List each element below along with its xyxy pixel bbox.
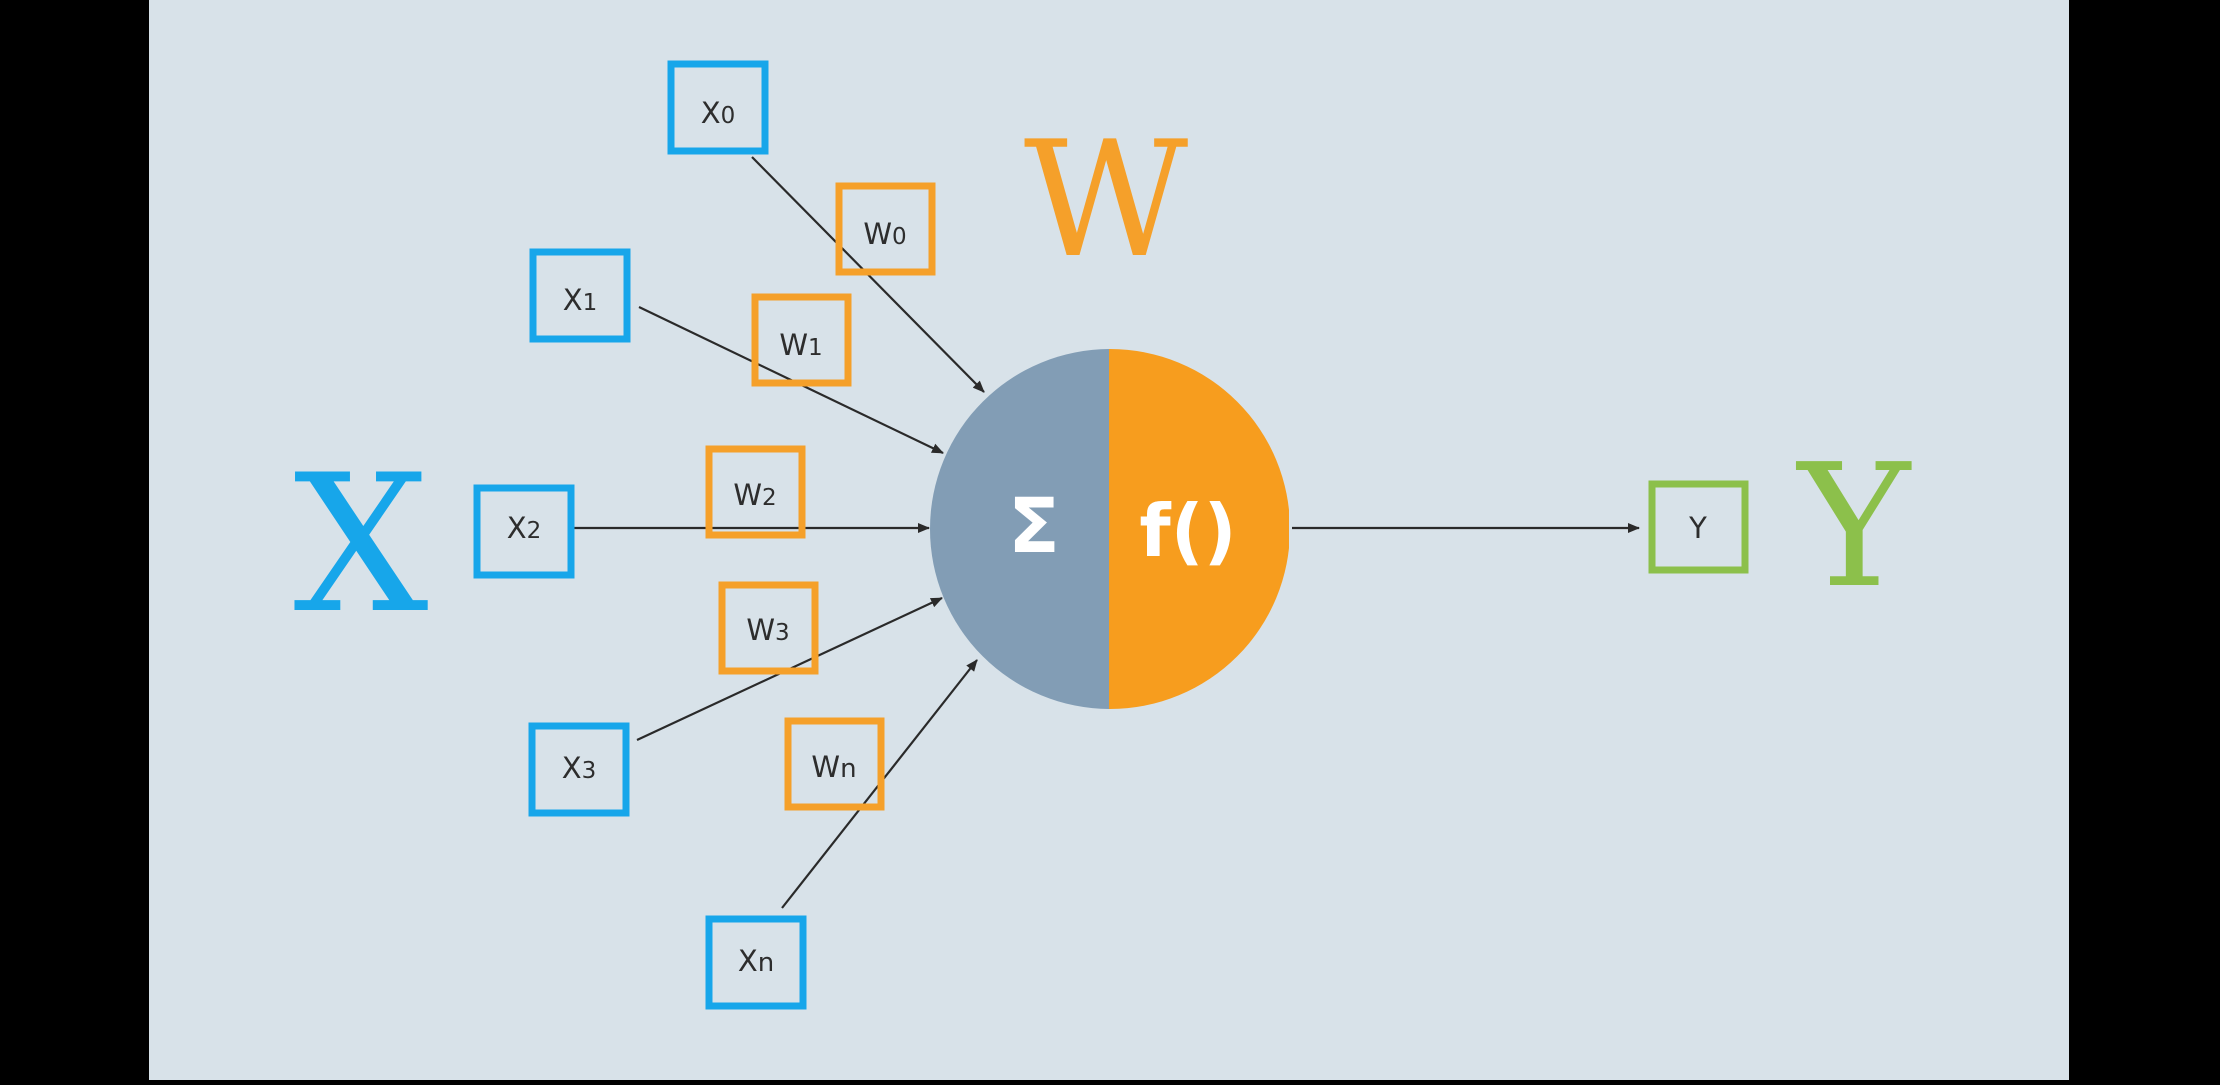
- svg-text:W3: W3: [746, 613, 789, 647]
- svg-text:X1: X1: [563, 283, 598, 317]
- svg-text:W0: W0: [863, 217, 906, 251]
- weight-label: W: [733, 478, 762, 512]
- weight-label: W: [811, 750, 840, 784]
- input-subscript: n: [758, 948, 774, 978]
- svg-text:Xn: Xn: [738, 944, 774, 978]
- output-group-label: Y: [1796, 428, 1912, 626]
- input-node-x3: X3: [528, 722, 630, 817]
- weight-nodes: W0 W1 W2 W3 Wn: [705, 182, 936, 811]
- weight-node-w3: W3: [718, 581, 819, 675]
- neuron: Σ f(): [930, 349, 1289, 709]
- input-label: X: [701, 96, 721, 130]
- input-nodes: X0 X1 X2 X3 Xn: [473, 60, 807, 1010]
- input-group-label: X: [293, 434, 428, 655]
- weight-node-w1: W1: [751, 293, 852, 387]
- input-subscript: 2: [527, 518, 542, 544]
- weight-label: W: [779, 328, 808, 362]
- diagram-panel: Σ f() X0 X1 X2 X3: [149, 0, 2069, 1080]
- input-label: X: [563, 283, 583, 317]
- input-label: X: [507, 511, 527, 545]
- weight-subscript: 0: [892, 224, 907, 250]
- output-node-y: Y: [1648, 480, 1749, 574]
- svg-text:W1: W1: [779, 328, 822, 362]
- output-label: Y: [1688, 511, 1707, 545]
- sum-symbol: Σ: [1008, 481, 1060, 570]
- input-node-x1: X1: [529, 248, 631, 343]
- weight-group-label: W: [1024, 106, 1188, 293]
- weight-subscript: n: [840, 754, 856, 784]
- input-label: X: [738, 944, 758, 978]
- weight-subscript: 3: [775, 620, 790, 646]
- perceptron-diagram: Σ f() X0 X1 X2 X3: [149, 0, 2069, 1080]
- svg-text:X0: X0: [701, 96, 736, 130]
- weight-node-w2: W2: [705, 445, 806, 539]
- input-node-xn: Xn: [705, 915, 807, 1010]
- weight-node-w0: W0: [835, 182, 936, 276]
- input-node-x2: X2: [473, 484, 575, 579]
- svg-text:W2: W2: [733, 478, 776, 512]
- svg-text:X2: X2: [507, 511, 542, 545]
- svg-text:X3: X3: [562, 751, 597, 785]
- neuron-activation-half: [1109, 349, 1289, 709]
- svg-text:Wn: Wn: [811, 750, 856, 784]
- weight-label: W: [863, 217, 892, 251]
- neuron-sum-half: [930, 349, 1109, 709]
- input-label: X: [562, 751, 582, 785]
- weight-node-wn: Wn: [784, 717, 885, 811]
- activation-function-label: f(): [1139, 489, 1236, 573]
- input-subscript: 1: [583, 290, 598, 316]
- weight-subscript: 2: [762, 485, 777, 511]
- input-subscript: 3: [582, 758, 597, 784]
- weight-label: W: [746, 613, 775, 647]
- input-subscript: 0: [721, 103, 736, 129]
- weight-subscript: 1: [808, 335, 823, 361]
- input-node-x0: X0: [667, 60, 769, 155]
